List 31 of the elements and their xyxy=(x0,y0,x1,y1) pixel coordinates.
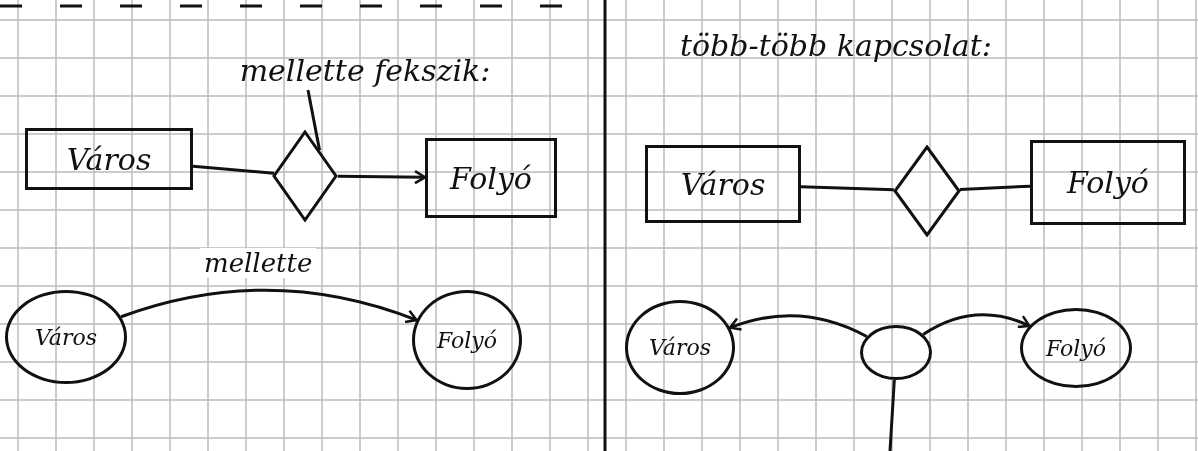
entity-circle xyxy=(625,300,735,395)
node-label: Város xyxy=(648,335,711,360)
node-label: Folyó xyxy=(437,327,497,353)
node-label: Város xyxy=(66,141,152,177)
node-label: Folyó xyxy=(1046,335,1106,361)
entity-circle xyxy=(412,290,522,390)
arrow xyxy=(120,288,418,324)
arrow xyxy=(728,314,868,338)
connector-line xyxy=(888,379,896,451)
entity-box xyxy=(425,138,557,218)
node-label: Város xyxy=(34,324,97,350)
connector-line xyxy=(800,185,894,192)
entity-box xyxy=(25,128,193,190)
entity-circle xyxy=(5,290,127,384)
relationship-diamond xyxy=(893,145,961,237)
entity-box xyxy=(645,145,801,223)
entity-box xyxy=(1030,140,1186,225)
empty-circle xyxy=(860,325,932,380)
node-label: Folyó xyxy=(1067,165,1149,200)
relationship-diamond xyxy=(272,130,338,222)
arrow xyxy=(337,169,427,185)
connector-line xyxy=(959,184,1031,191)
heading-text: mellette fekszik: xyxy=(205,50,525,90)
heading-text: több-több kapcsolat: xyxy=(680,28,992,63)
connector-line xyxy=(192,164,275,175)
leader-line xyxy=(306,89,322,151)
node-label: Város xyxy=(680,166,766,202)
entity-circle xyxy=(1020,308,1132,388)
node-label: Folyó xyxy=(450,160,532,196)
arrow xyxy=(922,313,1031,336)
edge-label: mellette xyxy=(200,248,317,278)
